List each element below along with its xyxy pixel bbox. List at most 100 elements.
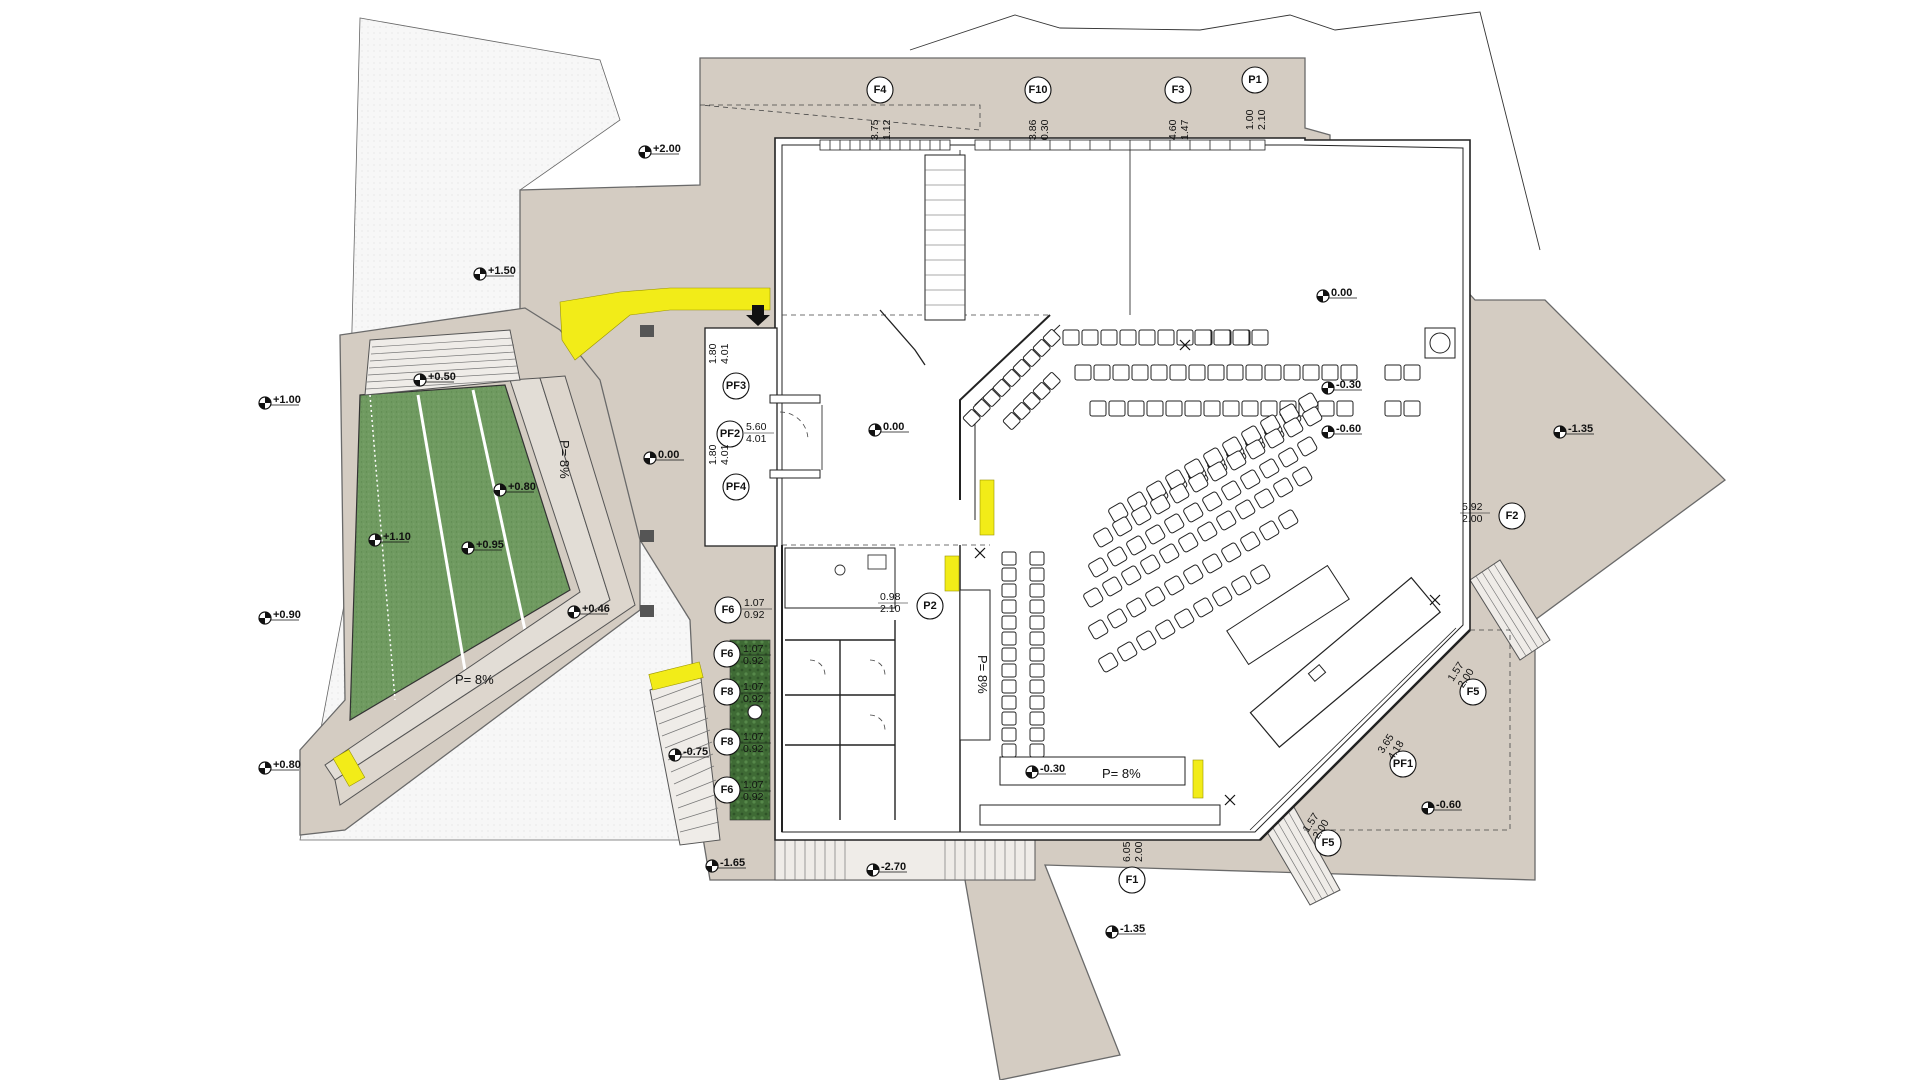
opening-label: F8 — [721, 686, 734, 698]
seat — [1231, 575, 1252, 596]
seat — [1001, 551, 1017, 566]
stairs-south — [774, 834, 1036, 881]
opening-dimension: 3.86 — [1027, 119, 1039, 140]
seat — [1194, 329, 1212, 346]
level-label: -1.35 — [1120, 923, 1145, 935]
opening-dimension: 5.60 — [746, 421, 767, 433]
opening-label: PF3 — [726, 380, 746, 392]
seat — [1245, 364, 1263, 381]
grass-terraces — [349, 384, 571, 722]
seat — [1131, 364, 1149, 381]
opening-dimension: 5.92 — [1462, 501, 1483, 513]
seat — [1029, 551, 1045, 566]
seat — [1278, 447, 1299, 468]
seat — [1088, 619, 1109, 640]
seat — [1029, 695, 1045, 710]
seat — [1259, 458, 1280, 479]
lvl-plus-1-50: +1.50 — [473, 265, 516, 281]
seat — [1216, 510, 1237, 531]
opening-label: F3 — [1172, 84, 1185, 96]
seat — [1235, 499, 1256, 520]
tag-f2: F25.922.00 — [1460, 501, 1526, 530]
seat — [1157, 329, 1175, 346]
seat — [1178, 532, 1199, 553]
roof-outline-dashed — [699, 104, 981, 131]
opening-dimension: 1.47 — [1179, 119, 1191, 140]
seat — [1102, 576, 1123, 597]
seat — [1264, 364, 1282, 381]
seat — [1302, 406, 1323, 427]
seat — [1022, 349, 1041, 367]
seating-rows — [1062, 329, 1421, 417]
seat — [1012, 359, 1031, 377]
seat — [1183, 502, 1204, 523]
level-label: +0.90 — [273, 609, 301, 621]
seat — [1202, 553, 1223, 574]
seat — [1062, 329, 1080, 346]
seat — [1203, 400, 1221, 417]
seat — [1127, 400, 1145, 417]
opening-label: F8 — [721, 736, 734, 748]
seat — [1001, 647, 1017, 662]
lvl-minus-1-35-east: -1.35 — [1553, 423, 1594, 439]
opening-dimension: 0.98 — [880, 591, 901, 603]
seat — [1165, 400, 1183, 417]
seat — [1107, 608, 1128, 629]
opening-dimension: 3.75 — [869, 119, 881, 140]
canopy-outline-dashed — [1300, 629, 1511, 831]
seat — [1207, 364, 1225, 381]
seat — [1240, 469, 1261, 490]
lvl-plus-0-95: +0.95 — [461, 539, 504, 555]
opening-label: PF1 — [1393, 758, 1413, 770]
seat — [992, 379, 1011, 397]
seat — [1088, 557, 1109, 578]
seat — [1264, 428, 1285, 449]
seat — [1278, 509, 1299, 530]
slope-ramp-vertical: P= 8% — [557, 440, 572, 479]
tactile-paving — [332, 287, 1204, 799]
lvl-minus-0-60-b: -0.60 — [1421, 799, 1462, 815]
seat — [1164, 513, 1185, 534]
level-label: -0.30 — [1336, 379, 1361, 391]
seat — [1001, 599, 1017, 614]
seat — [1074, 364, 1092, 381]
seat — [1222, 400, 1240, 417]
seat — [1032, 382, 1051, 400]
level-label: -0.30 — [1040, 763, 1065, 775]
seat — [1089, 400, 1107, 417]
seat — [1012, 402, 1031, 420]
seat — [1001, 711, 1017, 726]
opening-dimension: 1.07 — [744, 597, 765, 609]
seat — [1098, 652, 1119, 673]
interior-stair — [924, 154, 966, 321]
seat — [1254, 488, 1275, 509]
seat — [1403, 364, 1421, 381]
tree-marker — [747, 704, 763, 720]
seat — [1001, 727, 1017, 742]
opening-label: F6 — [721, 648, 734, 660]
seat — [1140, 554, 1161, 575]
seat — [1184, 400, 1202, 417]
seat — [1001, 583, 1017, 598]
seat — [1029, 583, 1045, 598]
opening-dimension: 2.10 — [1256, 109, 1268, 130]
seat — [1283, 364, 1301, 381]
seat — [1251, 329, 1269, 346]
level-label: +0.80 — [508, 481, 536, 493]
seat — [1146, 400, 1164, 417]
seat — [962, 409, 981, 427]
lvl-0-00-hall: 0.00 — [1316, 287, 1357, 303]
seat — [1259, 520, 1280, 541]
lvl-plus-2-00: +2.00 — [638, 143, 681, 159]
opening-label: F1 — [1126, 874, 1139, 886]
opening-dimension: 2.00 — [1133, 841, 1145, 862]
seat — [1029, 599, 1045, 614]
opening-dimension: 2.10 — [880, 603, 901, 615]
